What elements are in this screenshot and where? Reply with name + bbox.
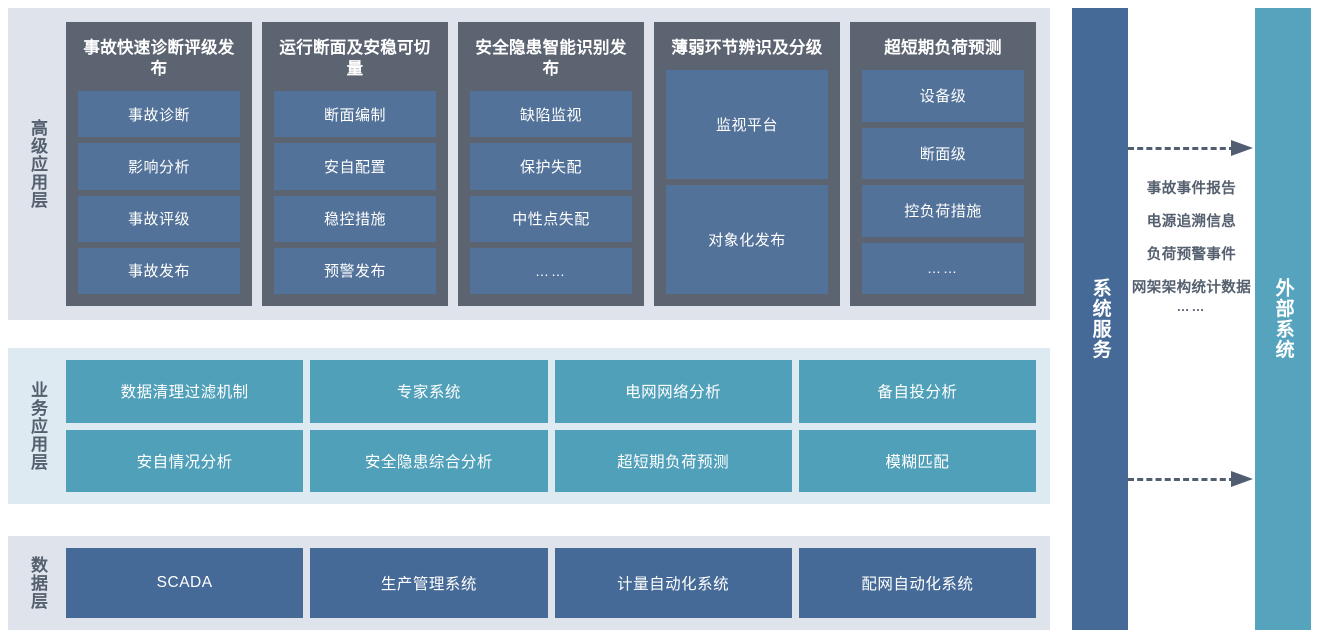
adv-item[interactable]: 影响分析 [78, 143, 240, 190]
adv-group-title: 运行断面及安稳可切量 [279, 39, 431, 79]
system-service-bar[interactable]: 系统服务 [1072, 8, 1128, 630]
layer-stack: 高级应用层 事故快速诊断评级发布 事故诊断 影响分析 事故评级 事故发布 运行断… [8, 8, 1050, 630]
adv-item[interactable]: 保护失配 [470, 143, 632, 190]
adv-group-items: 设备级 断面级 控负荷措施 …… [862, 70, 1024, 294]
data-source-item[interactable]: 配网自动化系统 [798, 548, 1036, 618]
adv-item[interactable]: 设备级 [862, 70, 1024, 122]
exchange-item: 事故事件报告 [1146, 181, 1237, 197]
exchange-message-list: 事故事件报告 电源追溯信息 负荷预警事件 网架架构统计数据 …… [1128, 180, 1255, 314]
business-item[interactable]: 电网网络分析 [554, 360, 792, 423]
adv-group-title: 事故快速诊断评级发布 [83, 39, 235, 79]
arrow-head-icon [1231, 471, 1253, 487]
adv-item[interactable]: 事故发布 [78, 247, 240, 295]
adv-group-items: 事故诊断 影响分析 事故评级 事故发布 [78, 91, 240, 295]
adv-group-items: 监视平台 对象化发布 [666, 70, 828, 295]
adv-item[interactable]: 安自配置 [274, 143, 436, 190]
adv-group-section-stability[interactable]: 运行断面及安稳可切量 断面编制 安自配置 稳控措施 预警发布 [262, 22, 448, 306]
exchange-item: 负荷预警事件 [1146, 246, 1237, 263]
data-layer: 数据层 SCADA 生产管理系统 计量自动化系统 配网自动化系统 [8, 536, 1050, 630]
adv-item-more[interactable]: …… [862, 242, 1024, 294]
advanced-application-layer: 高级应用层 事故快速诊断评级发布 事故诊断 影响分析 事故评级 事故发布 运行断… [8, 8, 1050, 320]
business-application-layer: 业务应用层 数据清理过滤机制 专家系统 电网网络分析 备自投分析 安自情况分析 … [8, 348, 1050, 504]
adv-item[interactable]: 事故诊断 [78, 91, 240, 138]
adv-item[interactable]: 对象化发布 [666, 185, 828, 295]
adv-group-ultra-short-term-load[interactable]: 超短期负荷预测 设备级 断面级 控负荷措施 …… [850, 22, 1036, 306]
flow-dashed-line [1128, 147, 1235, 150]
business-item[interactable]: 数据清理过滤机制 [66, 360, 304, 423]
adv-item-more[interactable]: …… [470, 247, 632, 295]
external-system-bar[interactable]: 外部系统 [1255, 8, 1311, 630]
business-row: 安自情况分析 安全隐患综合分析 超短期负荷预测 模糊匹配 [66, 429, 1036, 492]
adv-group-weak-link-grading[interactable]: 薄弱环节辨识及分级 监视平台 对象化发布 [654, 22, 840, 306]
adv-group-accident-diagnosis[interactable]: 事故快速诊断评级发布 事故诊断 影响分析 事故评级 事故发布 [66, 22, 252, 306]
adv-item[interactable]: 断面编制 [274, 91, 436, 138]
adv-item[interactable]: 监视平台 [666, 70, 828, 180]
bottom-flow-arrow-icon [1128, 471, 1255, 487]
adv-item[interactable]: 事故评级 [78, 195, 240, 242]
layer-label-advanced: 高级应用层 [28, 119, 48, 209]
business-item[interactable]: 超短期负荷预测 [554, 429, 792, 492]
adv-group-title: 安全隐患智能识别发布 [475, 39, 627, 79]
data-source-item[interactable]: 生产管理系统 [310, 548, 548, 618]
adv-group-hazard-identification[interactable]: 安全隐患智能识别发布 缺陷监视 保护失配 中性点失配 …… [458, 22, 644, 306]
data-layer-items: SCADA 生产管理系统 计量自动化系统 配网自动化系统 [66, 536, 1050, 630]
top-flow-arrow-icon [1128, 140, 1255, 156]
adv-item[interactable]: 稳控措施 [274, 195, 436, 242]
adv-item[interactable]: 控负荷措施 [862, 185, 1024, 237]
adv-item[interactable]: 缺陷监视 [470, 91, 632, 138]
adv-item[interactable]: 中性点失配 [470, 195, 632, 242]
adv-group-items: 断面编制 安自配置 稳控措施 预警发布 [274, 91, 436, 295]
business-item[interactable]: 模糊匹配 [798, 429, 1036, 492]
business-item[interactable]: 安全隐患综合分析 [310, 429, 548, 492]
adv-group-title: 薄弱环节辨识及分级 [671, 39, 823, 57]
arrow-head-icon [1231, 140, 1253, 156]
business-item[interactable]: 备自投分析 [798, 360, 1036, 423]
exchange-item: 网架架构统计数据 [1131, 279, 1252, 296]
data-source-item[interactable]: SCADA [66, 548, 304, 618]
business-item[interactable]: 安自情况分析 [66, 429, 304, 492]
adv-item[interactable]: 预警发布 [274, 247, 436, 295]
adv-item[interactable]: 断面级 [862, 127, 1024, 180]
adv-group-items: 缺陷监视 保护失配 中性点失配 …… [470, 91, 632, 295]
business-row: 数据清理过滤机制 专家系统 电网网络分析 备自投分析 [66, 360, 1036, 423]
layer-label-data: 数据层 [28, 556, 48, 610]
advanced-layer-groups: 事故快速诊断评级发布 事故诊断 影响分析 事故评级 事故发布 运行断面及安稳可切… [66, 8, 1050, 320]
exchange-ellipsis: …… [1176, 299, 1207, 315]
business-layer-rows: 数据清理过滤机制 专家系统 电网网络分析 备自投分析 安自情况分析 安全隐患综合… [66, 348, 1050, 504]
layer-label-business: 业务应用层 [28, 381, 48, 471]
business-item[interactable]: 专家系统 [310, 360, 548, 423]
adv-group-title: 超短期负荷预测 [884, 39, 1002, 57]
data-source-item[interactable]: 计量自动化系统 [554, 548, 792, 618]
integration-zone: 系统服务 外部系统 事故事件报告 电源追溯信息 负荷预警事件 网架架构统计数据 … [1060, 0, 1322, 638]
exchange-item: 电源追溯信息 [1146, 213, 1237, 230]
flow-dashed-line [1128, 478, 1235, 481]
